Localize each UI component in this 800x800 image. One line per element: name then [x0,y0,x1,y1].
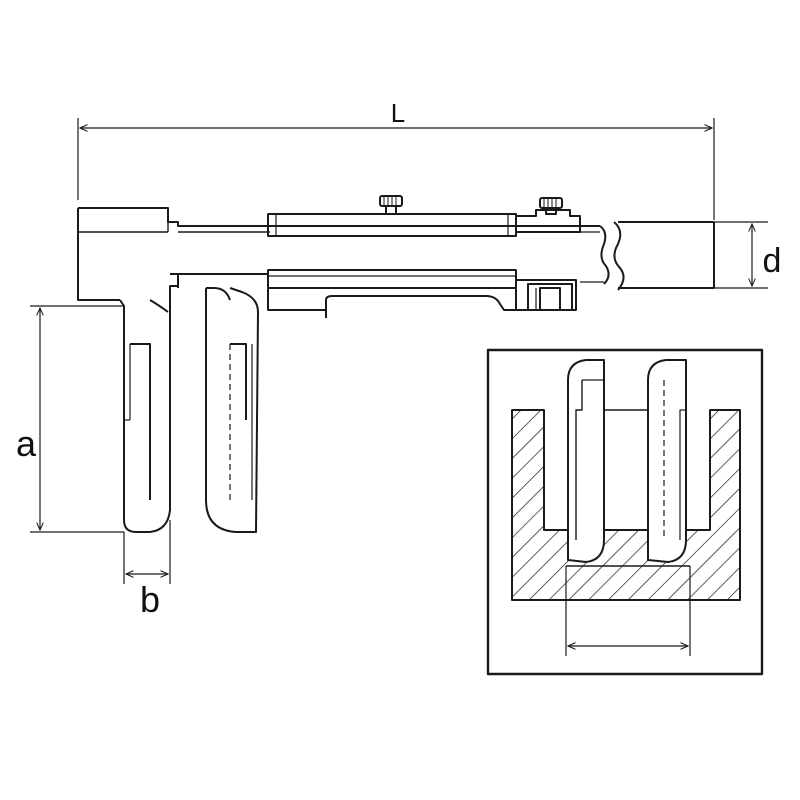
upper-scale [267,209,581,237]
jaw-width-label: b [140,579,160,620]
jaw-length-label: a [16,423,37,464]
inset-detail [486,348,764,676]
caliper-beam [77,207,715,301]
dimension-depth [714,221,768,289]
length-label: L [391,98,405,128]
depth-label: d [763,242,782,280]
hatched-workpiece [511,409,741,601]
dimension-jaw-width [123,520,171,584]
movable-jaw [205,287,259,533]
dimension-length [77,118,715,220]
lock-screw-icon [379,195,403,215]
fixed-jaw [119,285,178,533]
fine-adjust-screw-icon [539,197,563,215]
vernier-slider [267,269,577,318]
dimension-jaw-length [30,305,124,533]
